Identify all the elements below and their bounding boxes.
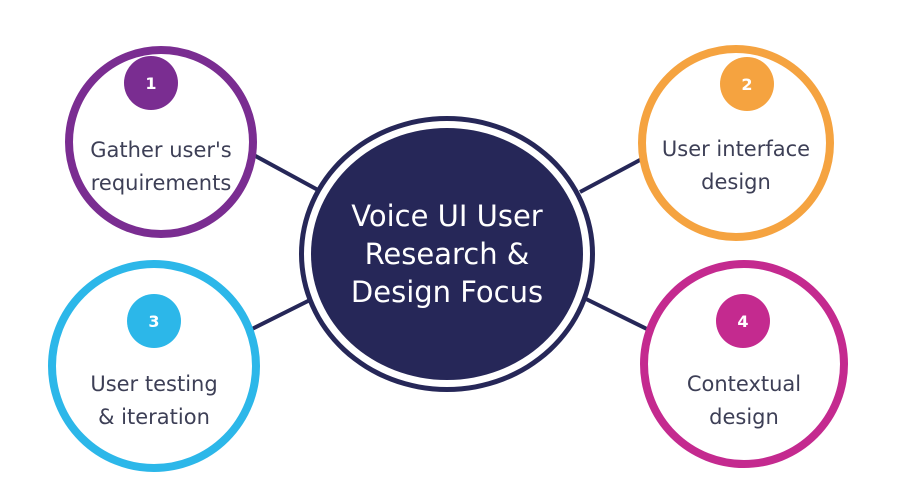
step-2-label: User interface design [661, 137, 811, 194]
step-4-badge: 4 [716, 294, 770, 348]
step-1-badge: 1 [124, 56, 178, 110]
center-title: Voice UI User Research & Design Focus [350, 199, 544, 309]
step-2-badge: 2 [720, 57, 774, 111]
step-3-badge: 3 [127, 294, 181, 348]
step-4-ring: Contextual design [640, 260, 848, 468]
connector-step-3 [249, 294, 319, 332]
connector-step-4 [579, 294, 656, 335]
step-3-ring: User testing & iteration [48, 260, 260, 472]
center-hub: Voice UI User Research & Design Focus [299, 116, 595, 392]
step-4-label: Contextual design [686, 372, 802, 429]
center-disc: Voice UI User Research & Design Focus [311, 128, 583, 380]
connector-step-1 [249, 151, 319, 192]
step-3-label: User testing & iteration [90, 372, 218, 429]
step-2-ring: User interface design [638, 45, 834, 241]
step-1-label: Gather user's requirements [90, 138, 232, 195]
